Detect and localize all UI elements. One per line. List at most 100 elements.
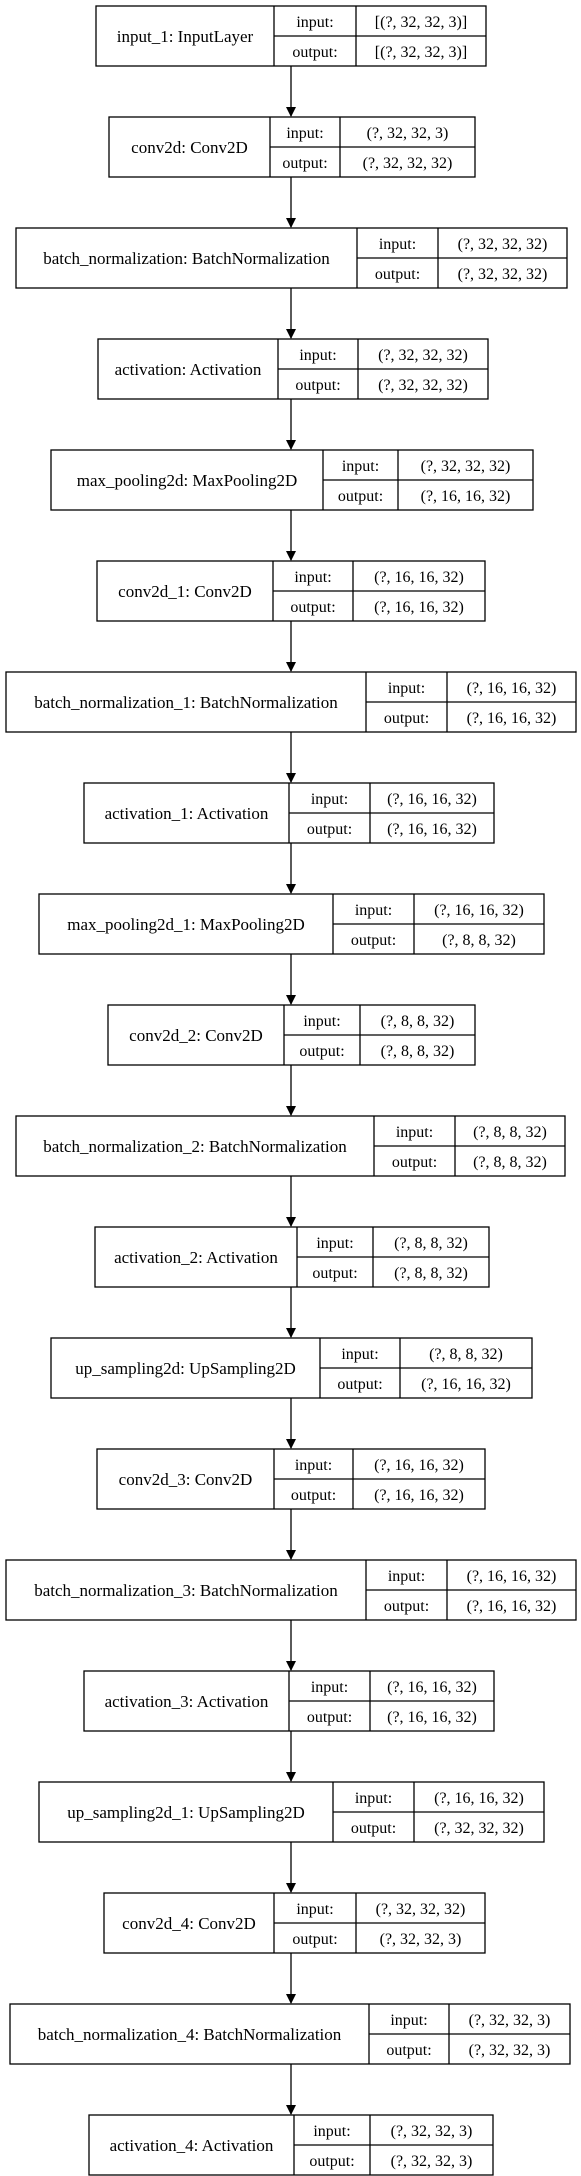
output-shape: (?, 8, 8, 32) — [381, 1043, 455, 1060]
output-shape: (?, 16, 16, 32) — [387, 1709, 477, 1726]
input-shape: (?, 32, 32, 3) — [391, 2123, 473, 2140]
output-shape: (?, 8, 8, 32) — [394, 1265, 468, 1282]
output-label: output: — [386, 2042, 431, 2059]
input-label: input: — [303, 1013, 340, 1030]
input-label: input: — [355, 902, 392, 919]
input-label: input: — [313, 2123, 350, 2140]
output-shape: (?, 16, 16, 32) — [387, 821, 477, 838]
input-label: input: — [296, 14, 333, 31]
input-label: input: — [296, 1901, 333, 1918]
input-label: input: — [388, 680, 425, 697]
input-shape: (?, 16, 16, 32) — [434, 902, 524, 919]
output-shape: (?, 32, 32, 3) — [391, 2153, 473, 2170]
output-label: output: — [282, 155, 327, 172]
layer-name: up_sampling2d: UpSampling2D — [75, 1359, 296, 1378]
input-shape: (?, 16, 16, 32) — [434, 1790, 524, 1807]
output-shape: [(?, 32, 32, 3)] — [375, 44, 467, 61]
input-shape: (?, 16, 16, 32) — [387, 1679, 477, 1696]
output-shape: (?, 16, 16, 32) — [374, 599, 464, 616]
input-label: input: — [341, 1346, 378, 1363]
layer-name: activation_1: Activation — [105, 804, 269, 823]
output-shape: (?, 16, 16, 32) — [467, 710, 557, 727]
output-shape: (?, 8, 8, 32) — [442, 932, 516, 949]
input-label: input: — [295, 1457, 332, 1474]
layer-name: batch_normalization_4: BatchNormalizatio… — [38, 2025, 342, 2044]
output-label: output: — [292, 44, 337, 61]
layer-name: activation_3: Activation — [105, 1692, 269, 1711]
input-shape: [(?, 32, 32, 3)] — [375, 14, 467, 31]
input-label: input: — [379, 236, 416, 253]
layer-name: batch_normalization: BatchNormalization — [43, 249, 330, 268]
input-label: input: — [388, 1568, 425, 1585]
output-shape: (?, 32, 32, 3) — [469, 2042, 551, 2059]
layer-node: batch_normalization_4: BatchNormalizatio… — [9, 2003, 571, 2065]
layer-node: batch_normalization_1: BatchNormalizatio… — [5, 671, 577, 733]
output-label: output: — [351, 1820, 396, 1837]
layer-node: activation_3: Activation input: output: (?,… — [83, 1670, 495, 1732]
input-shape: (?, 16, 16, 32) — [374, 569, 464, 586]
output-shape: (?, 16, 16, 32) — [374, 1487, 464, 1504]
layer-node: max_pooling2d: MaxPooling2D input: output:… — [50, 449, 534, 511]
input-shape: (?, 8, 8, 32) — [429, 1346, 503, 1363]
input-shape: (?, 32, 32, 3) — [469, 2012, 551, 2029]
layer-name: batch_normalization_1: BatchNormalizatio… — [34, 693, 338, 712]
output-label: output: — [309, 2153, 354, 2170]
layer-name: conv2d_2: Conv2D — [129, 1026, 263, 1045]
layer-node: conv2d_3: Conv2D input: output: (?, 16, 16,… — [96, 1448, 486, 1510]
layer-node: activation_4: Activation input: output: (?,… — [88, 2114, 494, 2176]
output-label: output: — [384, 710, 429, 727]
output-label: output: — [312, 1265, 357, 1282]
layer-name: max_pooling2d: MaxPooling2D — [77, 471, 298, 490]
input-shape: (?, 16, 16, 32) — [374, 1457, 464, 1474]
input-shape: (?, 32, 32, 32) — [421, 458, 511, 475]
output-label: output: — [292, 1931, 337, 1948]
output-label: output: — [375, 266, 420, 283]
output-shape: (?, 8, 8, 32) — [473, 1154, 547, 1171]
layer-node: max_pooling2d_1: MaxPooling2Dinput:outpu… — [38, 893, 545, 955]
output-label: output: — [307, 821, 352, 838]
layer-name: conv2d_3: Conv2D — [119, 1470, 253, 1489]
input-label: input: — [294, 569, 331, 586]
output-shape: (?, 32, 32, 32) — [378, 377, 468, 394]
input-shape: (?, 8, 8, 32) — [394, 1235, 468, 1252]
layer-node: input_1: InputLayer input: output: [(?, 32,… — [95, 5, 487, 67]
layer-name: batch_normalization_3: BatchNormalizatio… — [34, 1581, 338, 1600]
input-label: input: — [316, 1235, 353, 1252]
output-label: output: — [307, 1709, 352, 1726]
input-label: input: — [311, 1679, 348, 1696]
output-shape: (?, 32, 32, 32) — [363, 155, 453, 172]
layer-name: up_sampling2d_1: UpSampling2D — [67, 1803, 305, 1822]
layer-name: conv2d_1: Conv2D — [118, 582, 252, 601]
output-shape: (?, 32, 32, 3) — [380, 1931, 462, 1948]
layer-node: up_sampling2d: UpSampling2Dinput:output:… — [50, 1337, 533, 1399]
input-shape: (?, 32, 32, 3) — [367, 125, 449, 142]
input-shape: (?, 32, 32, 32) — [378, 347, 468, 364]
input-shape: (?, 16, 16, 32) — [467, 1568, 557, 1585]
layer-node: activation_2: Activationinput:output:(?,… — [94, 1226, 490, 1288]
input-label: input: — [311, 791, 348, 808]
output-shape: (?, 16, 16, 32) — [421, 1376, 511, 1393]
layer-name: activation: Activation — [115, 360, 262, 379]
input-label: input: — [342, 458, 379, 475]
layer-node: up_sampling2d_1: UpSampling2Dinput:outpu… — [38, 1781, 545, 1843]
output-label: output: — [338, 488, 383, 505]
layer-name: activation_4: Activation — [110, 2136, 274, 2155]
output-shape: (?, 16, 16, 32) — [421, 488, 511, 505]
input-label: input: — [286, 125, 323, 142]
input-shape: (?, 8, 8, 32) — [381, 1013, 455, 1030]
output-shape: (?, 32, 32, 32) — [434, 1820, 524, 1837]
layer-node: batch_normalization_3: BatchNormalizatio… — [5, 1559, 577, 1621]
input-shape: (?, 16, 16, 32) — [467, 680, 557, 697]
layer-name: input_1: InputLayer — [117, 27, 254, 46]
layer-nodes: input_1: InputLayer input: output: [(?, 32,… — [5, 5, 577, 2176]
output-label: output: — [291, 1487, 336, 1504]
output-label: output: — [392, 1154, 437, 1171]
output-label: output: — [295, 377, 340, 394]
input-shape: (?, 32, 32, 32) — [376, 1901, 466, 1918]
